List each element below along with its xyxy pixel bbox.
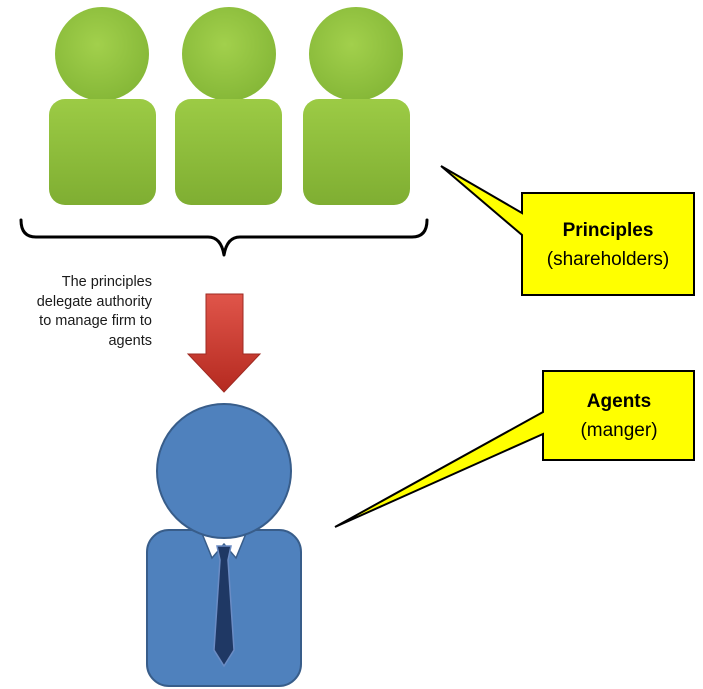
delegation-note-line: agents — [108, 332, 152, 349]
principles-callout-title: Principles — [563, 220, 654, 241]
principal-2-icon — [175, 7, 282, 205]
principal-1-icon — [49, 7, 156, 205]
principles-callout: Principles (shareholders) — [440, 165, 695, 296]
delegation-note-line: delegate authority — [36, 293, 152, 310]
group-bracket — [19, 218, 429, 257]
tie-icon — [213, 545, 235, 668]
agents-callout: Agents (manger) — [334, 370, 695, 528]
delegation-note-line: to manage firm to — [39, 313, 152, 329]
principles-callout-subtitle: (shareholders) — [547, 249, 670, 270]
agents-callout-title: Agents — [587, 391, 651, 412]
principal-3-icon — [303, 7, 410, 205]
agent-businessman-icon — [146, 403, 302, 687]
delegation-note: The principles delegate authority to man… — [20, 273, 152, 351]
agents-callout-subtitle: (manger) — [580, 420, 657, 441]
delegation-note-line: The principles — [61, 274, 152, 290]
arrow-down-icon — [186, 293, 262, 393]
